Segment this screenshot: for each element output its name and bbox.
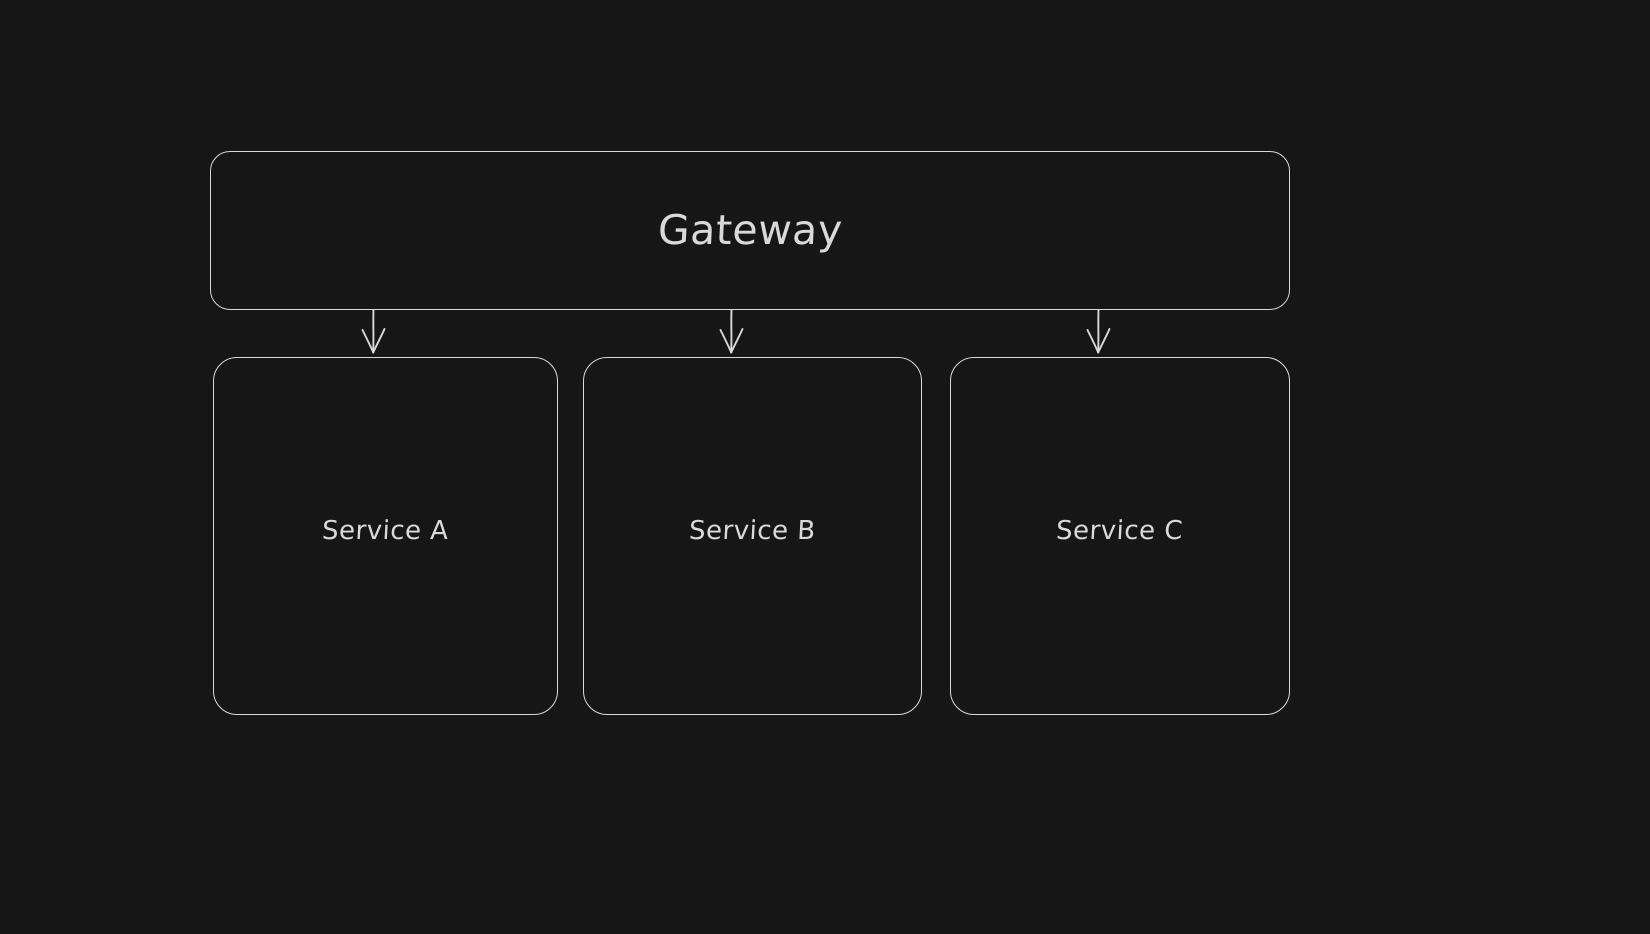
node-service-b[interactable]: Service B	[583, 357, 922, 715]
node-gateway[interactable]: Gateway	[210, 151, 1290, 310]
node-service-b-label: Service B	[688, 516, 817, 546]
node-service-a-label: Service A	[321, 516, 450, 546]
node-service-c-label: Service C	[1055, 516, 1185, 546]
node-service-c[interactable]: Service C	[950, 357, 1290, 715]
node-gateway-label: Gateway	[656, 206, 844, 254]
edge-gateway-service-a	[361, 309, 386, 354]
node-service-a[interactable]: Service A	[213, 357, 558, 715]
edge-gateway-service-c	[1086, 309, 1111, 354]
edge-gateway-service-b	[719, 309, 744, 354]
